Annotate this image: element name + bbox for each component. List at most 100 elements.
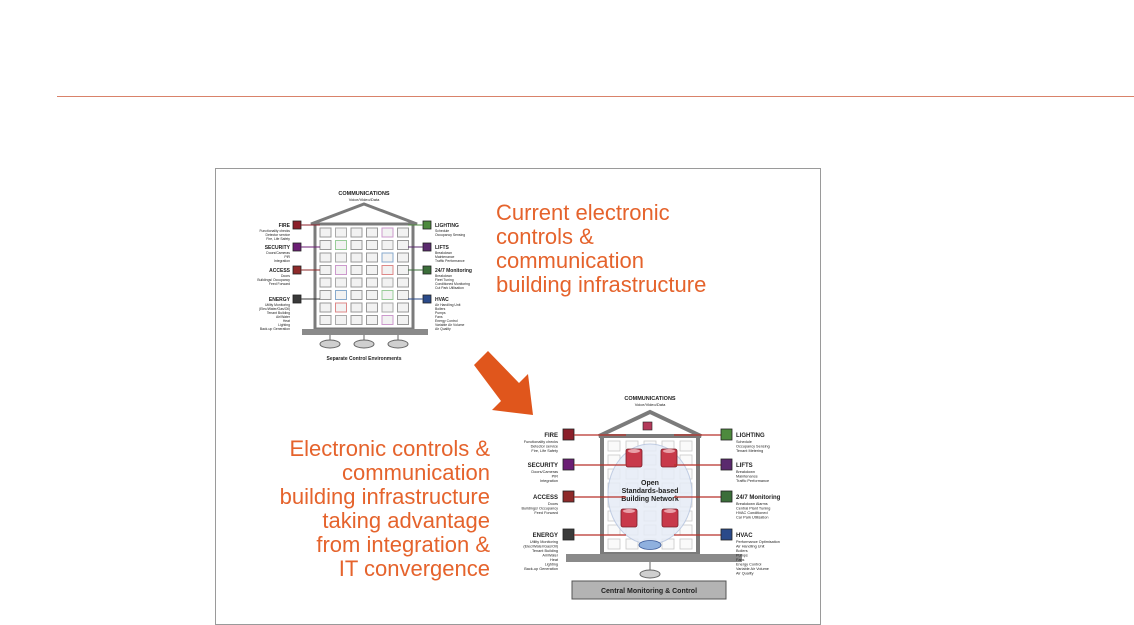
system-detail: PIR (552, 475, 559, 479)
system-label: LIGHTING (736, 433, 765, 439)
system-label: ACCESS (269, 268, 291, 274)
central-monitoring-label: Central Monitoring & Control (601, 588, 697, 595)
system-detail: Functionality checks (259, 229, 290, 233)
caption-line: communication (496, 248, 644, 273)
building-window (350, 290, 363, 300)
access-icon (562, 490, 575, 503)
core-router-icon (638, 540, 662, 550)
building-base (302, 329, 428, 335)
building-window (366, 227, 378, 238)
building-window (350, 240, 363, 250)
building-window (366, 302, 378, 313)
lighting-icon (720, 428, 733, 441)
lifts-icon (720, 458, 733, 471)
building-window (335, 265, 347, 275)
hvac-icon (720, 528, 733, 541)
building-window (319, 290, 332, 300)
building-window (350, 277, 363, 288)
network-label: Open (641, 480, 659, 487)
system-detail: Lighting (278, 323, 290, 327)
network-switch-top (623, 509, 635, 513)
system-detail: Boilers (435, 307, 446, 311)
system-detail: Heat (550, 558, 559, 562)
system-detail: Buildings/ Occupancy (521, 507, 558, 511)
system-detail: Pumps (435, 311, 446, 315)
access-icon (292, 265, 302, 275)
system-detail: Fans (736, 558, 745, 562)
system-detail: Boilers (736, 549, 748, 553)
building-window (381, 290, 394, 300)
system-detail: Breakdown (435, 274, 452, 278)
control-station-icon (387, 339, 409, 349)
system-detail: Doors/Cameras (266, 251, 290, 255)
building-window (319, 315, 332, 325)
caption-line: building infrastructure (279, 484, 490, 509)
system-detail: (Elec/Water/Gas/Oil) (523, 545, 558, 549)
security-icon (292, 242, 302, 252)
caption-line: taking advantage (322, 508, 490, 533)
converged-infrastructure-caption: Electronic controls & communication buil… (242, 437, 490, 581)
system-label: ENERGY (533, 533, 558, 539)
system-detail: Occupancy Sensing (435, 233, 465, 237)
system-detail: Doors (548, 502, 558, 506)
system-detail: Detector service (531, 445, 558, 449)
network-switch-top (664, 509, 676, 513)
router-icon (642, 421, 653, 431)
building-window (607, 538, 621, 550)
system-label: FIRE (544, 433, 558, 439)
building-window (381, 227, 394, 238)
system-detail: Air/Water (542, 554, 558, 558)
building-window (397, 290, 409, 300)
transition-arrow (474, 351, 533, 415)
system-label: HVAC (435, 297, 449, 303)
building-window (350, 265, 363, 275)
system-detail: Fleet Tuning (435, 278, 454, 282)
system-label: SECURITY (265, 245, 291, 251)
building-window (366, 252, 378, 263)
current-infrastructure-caption: Current electronic controls & communicat… (496, 201, 746, 297)
fire-icon (292, 220, 302, 230)
building-window (335, 290, 347, 300)
system-detail: Fans (435, 315, 443, 319)
energy-icon (292, 294, 302, 304)
monitoring-icon (422, 265, 432, 275)
system-detail: Energy Control (435, 319, 458, 323)
building-window (319, 277, 332, 288)
building-window (319, 240, 332, 250)
system-detail: Air Quality (435, 327, 451, 331)
caption-line: controls & (496, 224, 594, 249)
network-label: Building Network (621, 496, 679, 503)
system-detail: Variable Air Volume (435, 323, 464, 327)
system-detail: Schedule (736, 440, 752, 444)
energy-icon (562, 528, 575, 541)
building-window (350, 315, 363, 325)
building-window (381, 302, 394, 313)
monitoring-icon (720, 490, 733, 503)
building-title: COMMUNICATIONS (624, 396, 676, 402)
system-detail: Functionality checks (524, 440, 558, 444)
system-detail: Tenant Building (267, 311, 290, 315)
system-detail: Air Handling Unit (435, 303, 460, 307)
system-detail: Maintenance (435, 255, 455, 259)
system-label: HVAC (736, 533, 753, 539)
system-detail: Back-up Generation (524, 567, 558, 571)
building-window (381, 252, 394, 263)
system-detail: Air Quality (736, 572, 754, 576)
building-window (335, 252, 347, 263)
building-window (335, 315, 347, 325)
building-subtitle: Voice/Video/Data (349, 197, 380, 202)
system-detail: Air/Water (276, 315, 291, 319)
building-window (397, 227, 409, 238)
central-station-icon (639, 569, 661, 579)
building-window (335, 240, 347, 250)
network-switch-top (628, 449, 640, 453)
building-window (381, 315, 394, 325)
building-window (397, 240, 409, 250)
building-window (397, 302, 409, 313)
control-station-icon (319, 339, 341, 349)
building-window (397, 315, 409, 325)
lighting-icon (422, 220, 432, 230)
building-window (350, 302, 363, 313)
